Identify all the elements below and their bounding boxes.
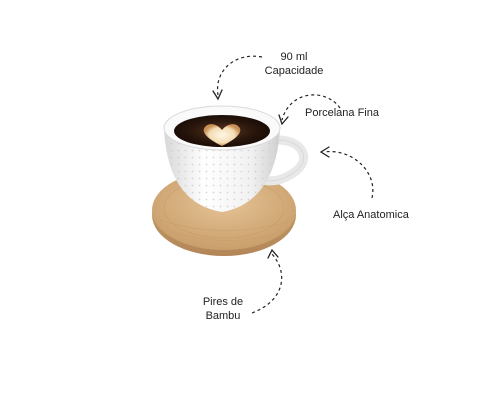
saucer-line-1: Pires de [202,296,244,308]
porcelain-cup [163,105,281,212]
arrowheads [212,89,330,259]
porcelain-label: Porcelana Fina [305,107,379,119]
saucer-arrow [251,253,283,314]
handle-label: Alça Anatomica [333,209,409,221]
callout-arrows [217,55,374,314]
capacity-value: 90 ml [280,51,308,63]
saucer-line-2: Bambu [205,310,241,322]
latte-art-heart [203,124,241,146]
capacity-arrow [217,55,263,96]
capacity-text: Capacidade [264,65,324,77]
handle-arrow [323,151,374,199]
saucer-label: Pires de Bambu [196,295,250,323]
porcelain-arrowhead [278,114,289,126]
cup-handle [257,135,309,186]
handle-arrowhead [319,146,330,158]
capacity-label: 90 ml Capacidade [254,50,334,78]
saucer-arrowhead [267,248,279,259]
capacity-arrowhead [212,89,223,101]
porcelain-arrow [281,94,341,121]
